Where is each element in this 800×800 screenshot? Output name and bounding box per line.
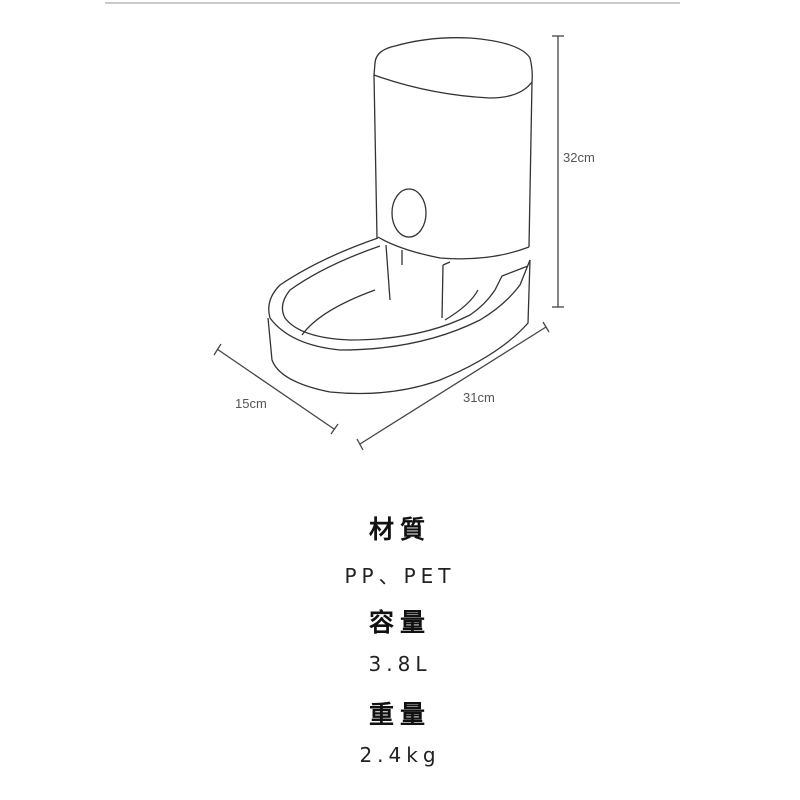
bowl-floor bbox=[301, 289, 479, 336]
bowl-inner bbox=[281, 245, 496, 341]
window-icon bbox=[391, 188, 427, 238]
base-notch bbox=[494, 265, 529, 291]
body-bottom bbox=[377, 236, 530, 260]
width-label: 31cm bbox=[463, 390, 495, 405]
depth-dimension-line bbox=[213, 343, 339, 435]
lid bbox=[373, 37, 533, 99]
capacity-heading: 容量 bbox=[368, 608, 431, 637]
product-line-drawing bbox=[105, 2, 680, 451]
container-body bbox=[373, 74, 533, 248]
weight-heading: 重量 bbox=[368, 700, 431, 729]
capacity-value: 3.8L bbox=[368, 652, 432, 676]
material-heading: 材質 bbox=[368, 515, 431, 544]
height-dimension-line bbox=[552, 35, 564, 308]
bowl-rim bbox=[268, 237, 531, 351]
weight-value: 2.4kg bbox=[359, 743, 441, 767]
material-value: PP、PET bbox=[344, 564, 456, 588]
depth-label: 15cm bbox=[235, 396, 267, 411]
height-label: 32cm bbox=[563, 150, 595, 165]
chute bbox=[385, 244, 451, 319]
width-dimension-line bbox=[356, 321, 550, 451]
base-outer bbox=[267, 259, 531, 395]
